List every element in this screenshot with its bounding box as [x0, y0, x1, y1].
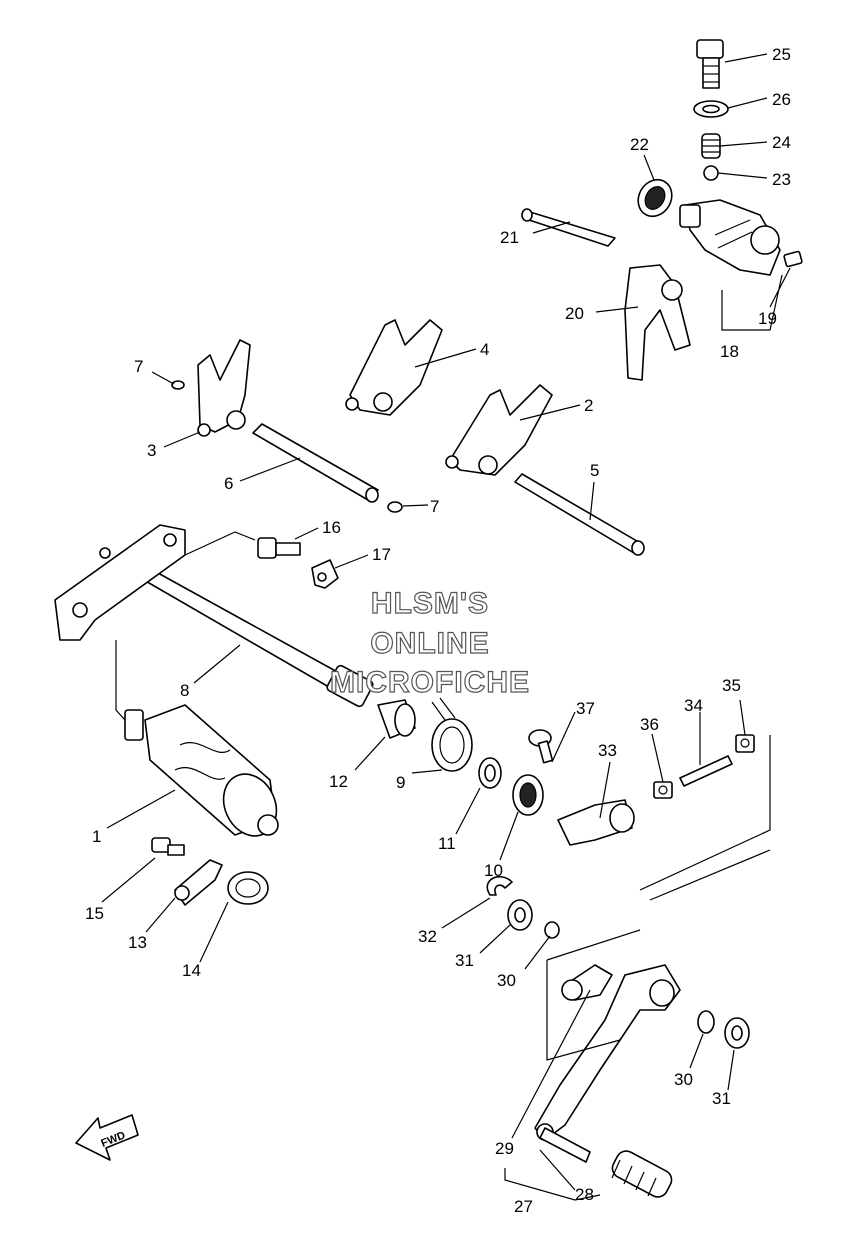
callout-14: 14	[182, 961, 201, 980]
part-35-nut	[735, 734, 755, 753]
callout-13: 13	[128, 933, 147, 952]
callout-31-right: 31	[712, 1089, 731, 1108]
part-4-shift-fork	[345, 319, 443, 416]
callout-30-left: 30	[497, 971, 516, 990]
part-6-shift-fork-shaft	[252, 423, 379, 503]
callout-21: 21	[500, 228, 519, 247]
part-36-nut	[653, 781, 673, 799]
part-29-bushing	[561, 964, 613, 1001]
callout-15: 15	[85, 904, 104, 923]
part-25-bolt	[696, 39, 724, 89]
part-19-pin	[783, 250, 803, 268]
part-37-bolt	[528, 729, 554, 764]
part-27-shift-pedal	[534, 964, 681, 1163]
callout-29: 29	[495, 1139, 514, 1158]
part-1-shift-drum	[124, 704, 279, 837]
callout-19: 19	[758, 309, 777, 328]
fwd-arrow-icon: FWD	[75, 1114, 139, 1161]
callout-17: 17	[372, 545, 391, 564]
callout-23: 23	[772, 170, 791, 189]
callout-4: 4	[480, 340, 489, 359]
callout-32: 32	[418, 927, 437, 946]
callout-31-left: 31	[455, 951, 474, 970]
callout-33: 33	[598, 741, 617, 760]
part-24-spring	[701, 133, 721, 159]
part-15-bolt	[151, 837, 185, 856]
part-26-washer	[693, 100, 729, 118]
part-13-stopper-lever	[174, 859, 223, 906]
callout-9: 9	[396, 773, 405, 792]
callout-37: 37	[576, 699, 595, 718]
part-30-o-ring	[544, 921, 560, 939]
callout-30-right: 30	[674, 1070, 693, 1089]
part-34-adjust-rod	[679, 755, 733, 787]
part-7-circlip-right	[387, 501, 403, 513]
part-30-o-ring-right	[697, 1010, 715, 1034]
callout-1: 1	[92, 827, 101, 846]
callout-26: 26	[772, 90, 791, 109]
callout-28: 28	[575, 1185, 594, 1204]
callout-3: 3	[147, 441, 156, 460]
part-21-shift-fork-shaft	[521, 208, 616, 247]
part-14-spring	[227, 871, 269, 905]
callout-24: 24	[772, 133, 791, 152]
callout-35: 35	[722, 676, 741, 695]
callout-20: 20	[565, 304, 584, 323]
callout-6: 6	[224, 474, 233, 493]
watermark-line-2: ONLINE	[370, 627, 489, 660]
callout-11: 11	[438, 834, 456, 853]
callout-25: 25	[772, 45, 791, 64]
callout-2: 2	[584, 396, 593, 415]
part-2-shift-fork	[445, 384, 553, 476]
assembly-bracket-lines	[115, 274, 783, 1201]
part-9-return-spring	[431, 697, 473, 772]
callout-7-right: 7	[430, 497, 439, 516]
part-7-circlip	[171, 380, 185, 390]
part-31-washer	[507, 899, 533, 931]
callout-18: 18	[720, 342, 739, 361]
part-3-shift-fork	[197, 339, 251, 437]
callout-8: 8	[180, 681, 189, 700]
watermark: HLSM'S ONLINE MICROFICHE	[329, 586, 530, 699]
part-32-circlip	[486, 876, 513, 896]
part-23-ball	[703, 165, 719, 181]
callout-36: 36	[640, 715, 659, 734]
leader-lines	[101, 53, 791, 1191]
callout-16: 16	[322, 518, 341, 537]
callout-22: 22	[630, 135, 649, 154]
part-8-shift-shaft	[54, 524, 374, 708]
callout-7-left: 7	[134, 357, 143, 376]
part-22-oil-seal	[637, 178, 673, 218]
part-28-pedal-rubber	[611, 1150, 673, 1198]
part-33-shift-arm	[557, 799, 635, 846]
part-12-collar	[377, 699, 416, 739]
callout-numbers: 25 26 24 23 22 21 20 19 18 7 4 2 3 6 7 5…	[85, 45, 791, 1216]
part-10-oil-seal	[512, 774, 544, 816]
part-18-segment-assembly	[679, 199, 781, 276]
part-5-shift-fork-shaft	[514, 473, 645, 556]
part-11-washer	[478, 757, 502, 789]
part-17-stopper	[311, 559, 339, 589]
callout-5: 5	[590, 461, 599, 480]
callout-12: 12	[329, 772, 348, 791]
part-16-bolt	[257, 537, 301, 559]
watermark-line-1: HLSM'S	[371, 587, 489, 620]
callout-34: 34	[684, 696, 703, 715]
part-31-washer-right	[724, 1017, 750, 1049]
callout-27: 27	[514, 1197, 533, 1216]
watermark-line-3: MICROFICHE	[330, 666, 530, 699]
part-20-shift-fork	[624, 264, 691, 381]
callout-10: 10	[484, 861, 503, 880]
